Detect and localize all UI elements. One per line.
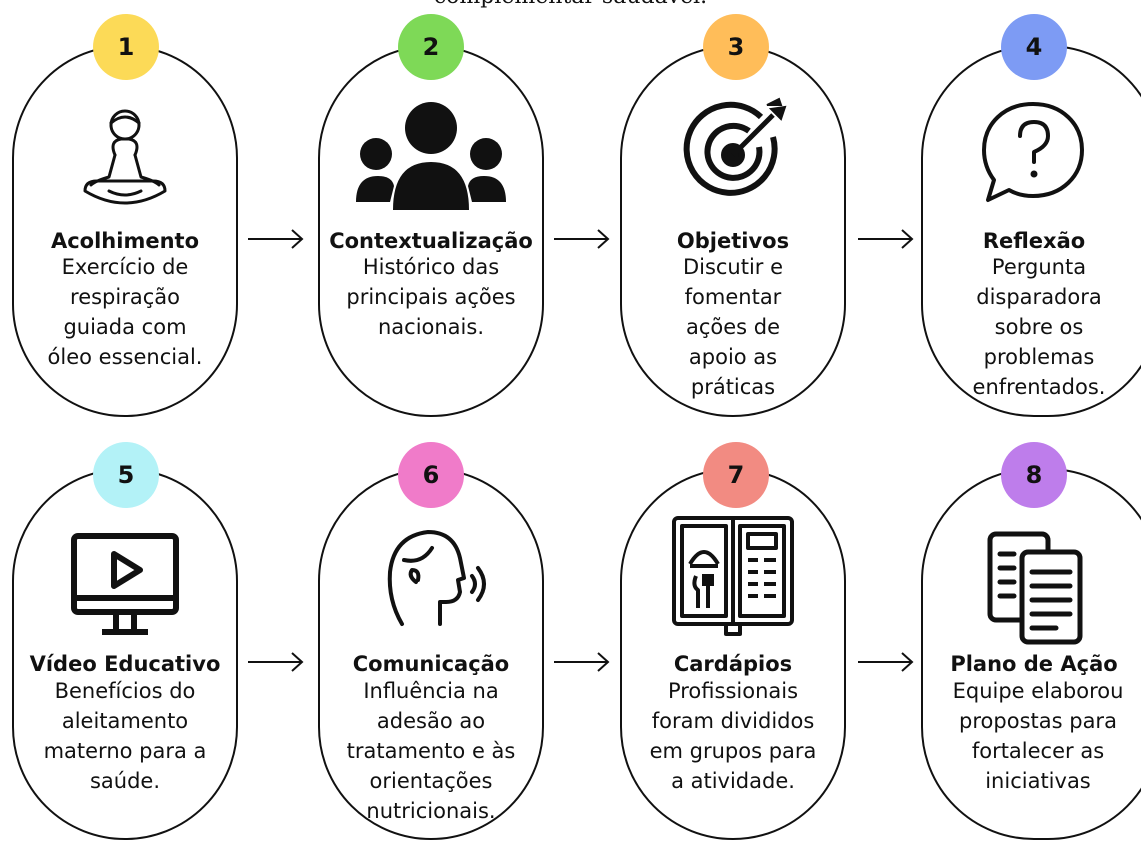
menu-book-icon: [672, 516, 794, 636]
meditation-icon: [83, 109, 167, 205]
speaking-person-icon: [387, 530, 486, 626]
step-desc-4: Pergunta disparadora sobre os problemas …: [972, 255, 1106, 399]
step-card-6: [318, 468, 544, 840]
target-icon: [683, 97, 787, 196]
step-title-1: Acolhimento: [50, 229, 199, 253]
arrow-5-6: [248, 652, 304, 672]
step-card-4: [921, 45, 1141, 417]
documents-icon: [987, 531, 1083, 645]
step-title-3: Objetivos: [676, 229, 790, 253]
group-icon: [356, 102, 506, 210]
arrow-1-2: [248, 229, 304, 249]
question-bubble-icon: [982, 102, 1084, 202]
video-monitor-icon: [71, 533, 179, 635]
arrow-3-4: [858, 229, 914, 249]
step-desc-8: Equipe elaborou propostas para fortalece…: [952, 679, 1124, 793]
step-desc-6: Influência na adesão ao tratamento e às …: [346, 679, 516, 823]
step-number-badge-2: 2: [398, 14, 464, 80]
step-card-8: [921, 468, 1141, 840]
step-card-1: [12, 45, 238, 417]
step-desc-5: Benefícios do aleitamento materno para a…: [43, 679, 207, 793]
arrow-6-7: [554, 652, 610, 672]
step-title-6: Comunicação: [352, 652, 510, 676]
step-number-badge-6: 6: [398, 442, 464, 508]
step-number-badge-8: 8: [1001, 442, 1067, 508]
step-desc-3: Discutir e fomentar ações de apoio as pr…: [682, 255, 784, 399]
step-number-badge-5: 5: [93, 442, 159, 508]
step-title-7: Cardápios: [673, 652, 793, 676]
step-desc-1: Exercício de respiração guiada com óleo …: [47, 255, 203, 369]
step-number-badge-1: 1: [93, 14, 159, 80]
step-desc-7: Profissionais foram divididos em grupos …: [649, 679, 817, 793]
step-desc-2: Histórico das principais ações nacionais…: [346, 255, 516, 339]
arrow-2-3: [554, 229, 610, 249]
step-number-badge-7: 7: [703, 442, 769, 508]
step-card-5: [12, 468, 238, 840]
step-title-2: Contextualização: [329, 229, 533, 253]
step-title-5: Vídeo Educativo: [29, 652, 221, 676]
arrow-7-8: [858, 652, 914, 672]
step-number-badge-3: 3: [703, 14, 769, 80]
step-title-8: Plano de Ação: [950, 652, 1118, 676]
partial-title: complementar saudável.: [0, 0, 1141, 14]
step-title-4: Reflexão: [982, 229, 1086, 253]
step-number-badge-4: 4: [1001, 14, 1067, 80]
